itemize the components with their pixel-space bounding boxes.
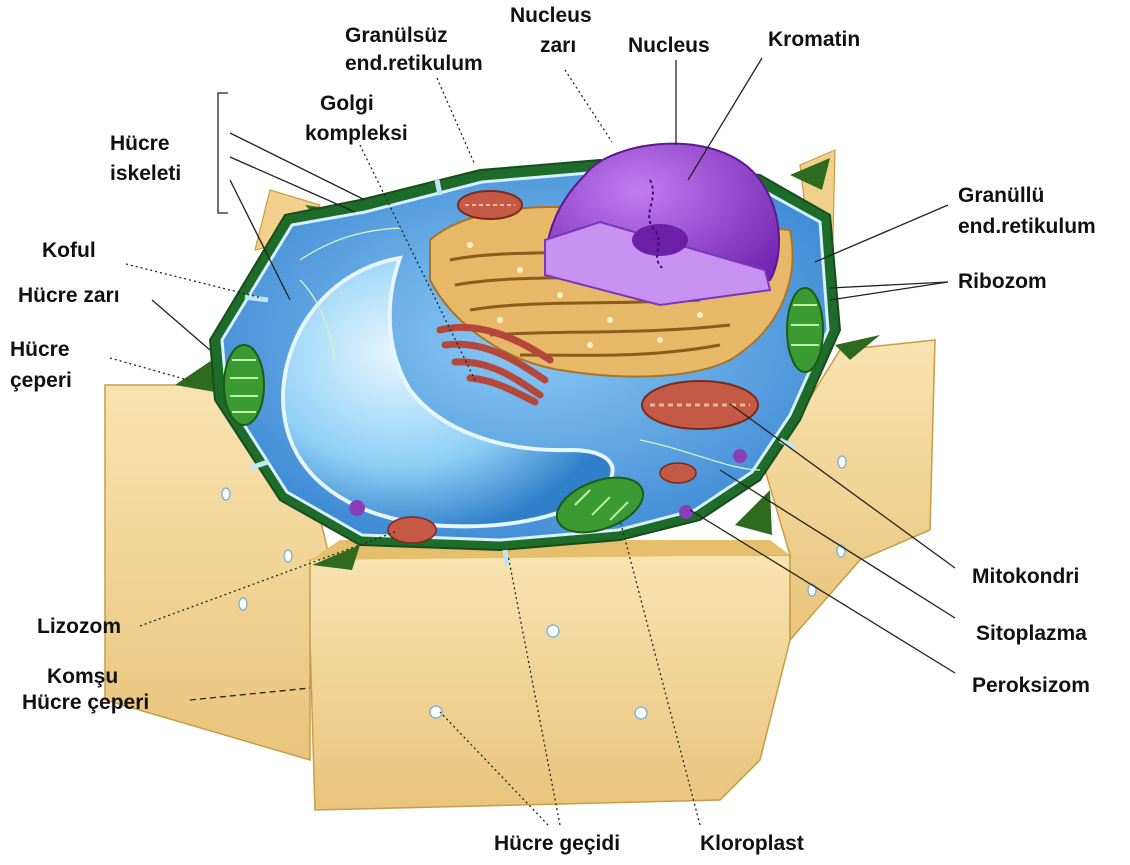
label-hucre-gecidi: Hücre geçidi [494, 832, 620, 855]
label-golgi-line2: kompleksi [305, 122, 408, 145]
label-kloroplast: Kloroplast [700, 832, 804, 855]
peroxisome [349, 500, 365, 516]
label-koful: Koful [42, 239, 96, 262]
label-komsu-line2: Hücre çeperi [22, 691, 149, 714]
mitochondrion-top [458, 191, 522, 219]
label-hucre-ceperi-line2: çeperi [10, 369, 72, 392]
label-mitokondri: Mitokondri [972, 565, 1079, 588]
label-hucre-ceperi-line1: Hücre [10, 338, 70, 361]
label-ribozom: Ribozom [958, 270, 1047, 293]
chloroplast-left [224, 345, 264, 425]
peroxisome [733, 449, 747, 463]
label-hucre-iskeleti-line2: iskeleti [110, 162, 181, 185]
label-granulsuz-line1: Granülsüz [345, 24, 448, 47]
label-lizozom: Lizozom [37, 615, 121, 638]
label-golgi-line1: Golgi [320, 92, 374, 115]
peroxisome [679, 505, 693, 519]
label-granullu-line1: Granüllü [958, 184, 1044, 207]
mitochondrion-right [642, 381, 758, 429]
label-kromatin: Kromatin [768, 28, 860, 51]
label-hucre-iskeleti-line1: Hücre [110, 132, 170, 155]
label-nucleus-zari-line1: Nucleus [510, 4, 592, 27]
label-sitoplazma: Sitoplazma [976, 622, 1087, 645]
label-nucleus-zari-line2: zarı [540, 34, 576, 57]
label-nucleus: Nucleus [628, 34, 710, 57]
chloroplast-right [787, 288, 823, 372]
mitochondrion-small [660, 463, 696, 483]
label-granullu-line2: end.retikulum [958, 215, 1096, 238]
label-hucre-zari: Hücre zarı [18, 284, 120, 307]
nucleolus [632, 224, 688, 256]
label-komsu-line1: Komşu [47, 665, 118, 688]
label-granulsuz-line2: end.retikulum [345, 52, 483, 75]
lysosome [388, 517, 436, 543]
label-peroksizom: Peroksizom [972, 674, 1090, 697]
